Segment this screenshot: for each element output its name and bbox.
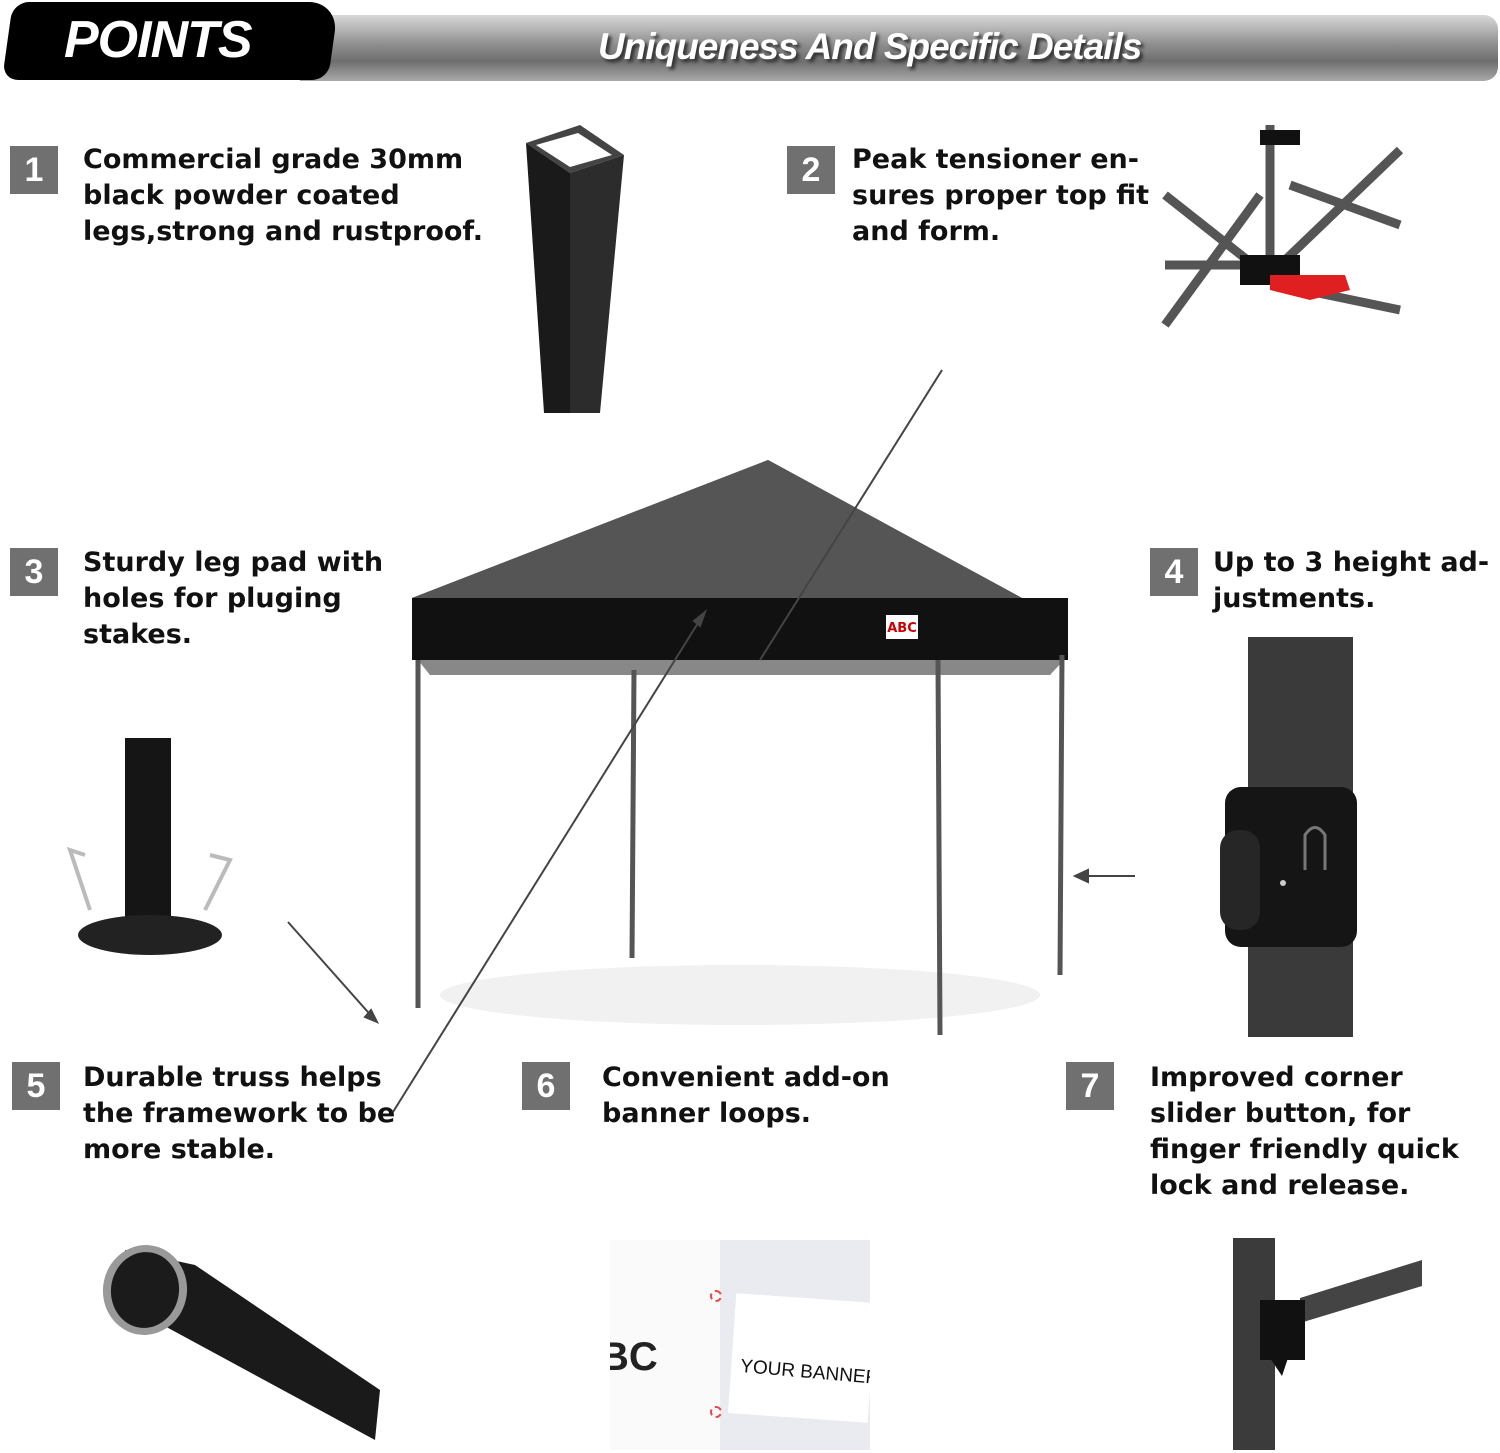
truss-tube-image xyxy=(102,1245,380,1440)
banner-loops-image: BC YOUR BANNER xyxy=(610,1240,870,1450)
peak-tensioner-image xyxy=(1161,125,1404,328)
point-7-text: Improved corner slider button, for finge… xyxy=(1150,1062,1459,1201)
point-5-number: 5 xyxy=(12,1062,60,1110)
corner-slider-image xyxy=(1233,1238,1422,1450)
point-6-text: Convenient add-on banner loops. xyxy=(602,1062,890,1129)
leg-pad-image xyxy=(66,738,233,955)
point-4-text: Up to 3 height ad- justments. xyxy=(1213,547,1490,614)
header-subtitle: Uniqueness And Specific Details xyxy=(598,26,1142,67)
header-bar xyxy=(300,15,1498,81)
height-adjuster-image xyxy=(1220,637,1357,1037)
banner-tent-logo: BC xyxy=(610,1335,658,1379)
canopy-logo: ABC xyxy=(887,621,917,636)
point-1-number: 1 xyxy=(10,146,58,194)
point-3-text: Sturdy leg pad with holes for pluging st… xyxy=(83,547,384,650)
point-1-text: Commercial grade 30mm black powder coate… xyxy=(83,144,483,247)
point-5-text: Durable truss helps the framework to be … xyxy=(83,1062,396,1165)
point-4-number: 4 xyxy=(1150,548,1198,596)
point-7-number: 7 xyxy=(1066,1062,1114,1110)
canopy-image: ABC xyxy=(412,460,1068,1036)
point-2-text: Peak tensioner en- sures proper top fit … xyxy=(852,144,1150,247)
leg-tube-image xyxy=(526,125,624,413)
point-3-number: 3 xyxy=(10,548,58,596)
point-2-number: 2 xyxy=(787,146,835,194)
header-badge-text: POINTS xyxy=(64,11,253,69)
point-6-number: 6 xyxy=(522,1062,570,1110)
